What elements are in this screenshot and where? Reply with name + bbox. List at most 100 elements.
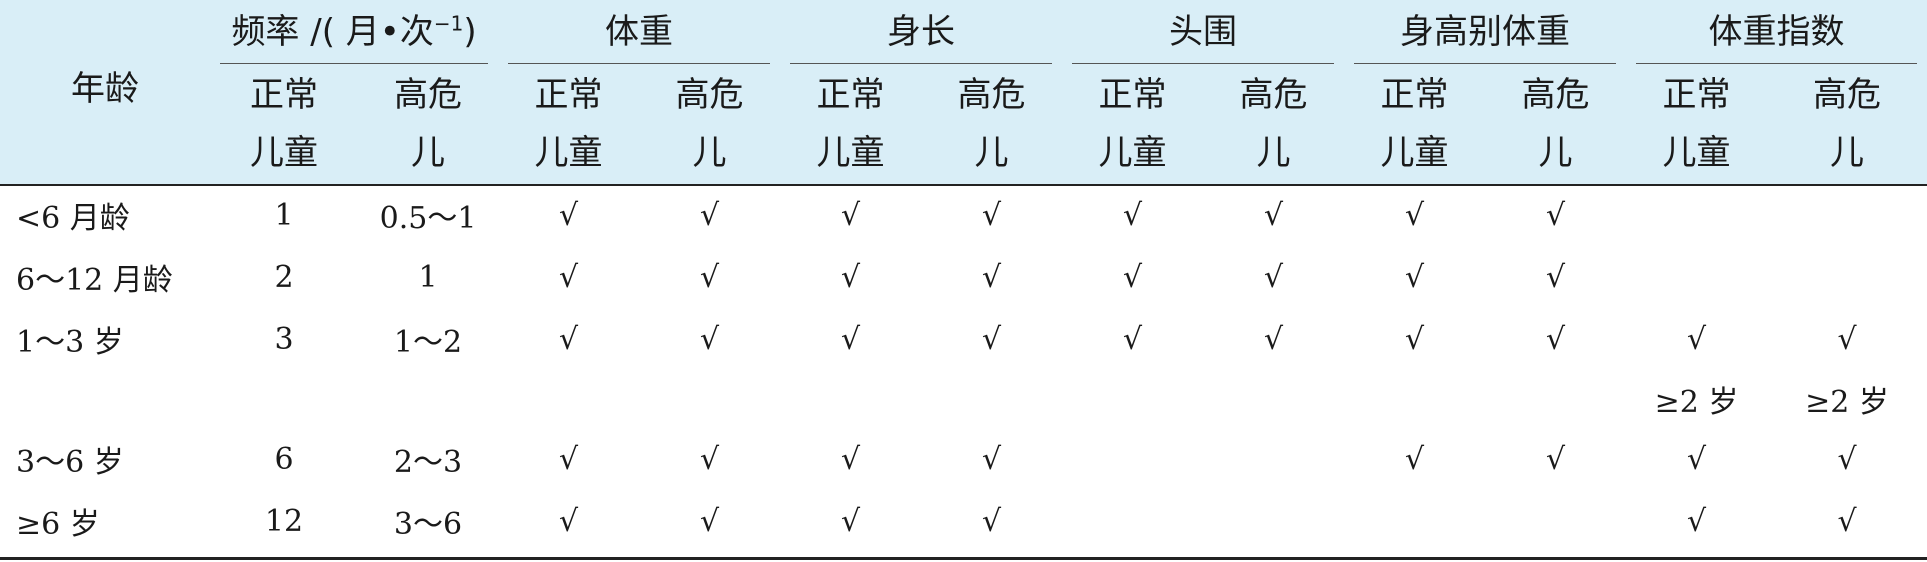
check-cell: √ <box>840 197 861 233</box>
subheader-high-risk-child: 高危儿 <box>1813 75 1882 173</box>
check-cell: √ <box>1263 321 1284 357</box>
subheader-normal-child: 正常儿童 <box>1098 75 1167 173</box>
subheader-high-risk-child: 高危儿 <box>1239 75 1308 173</box>
check-cell: √ <box>1122 197 1143 233</box>
subheader-normal-child: 正常儿童 <box>816 75 885 173</box>
check-cell <box>1203 428 1344 490</box>
table-top-rule <box>0 0 1927 3</box>
check-cell: √ <box>1837 441 1857 477</box>
check-cell: √ <box>981 197 1002 233</box>
check-cell: √ <box>840 321 861 357</box>
age-cell: ≥6 岁 <box>16 507 100 542</box>
check-cell: √ <box>1122 321 1143 357</box>
check-cell: √ <box>699 259 720 295</box>
subheader-high-risk-child: 高危儿 <box>675 75 744 173</box>
check-cell: √ <box>558 321 579 357</box>
subheader-normal-child: 正常儿童 <box>1380 75 1449 173</box>
check-cell: √ <box>1545 321 1566 357</box>
frequency-normal-cell: 6 <box>274 441 294 477</box>
check-cell: √ <box>840 503 861 539</box>
frequency-high-risk-cell: 2～3 <box>393 445 463 480</box>
table-row: ≥2 岁 ≥2 岁 <box>0 370 1927 428</box>
age-header: 年龄 <box>71 69 139 109</box>
age-cell <box>0 370 210 428</box>
check-cell <box>1344 370 1485 428</box>
check-cell <box>1626 246 1767 308</box>
head-circumference-header: 头围 <box>1062 0 1344 64</box>
check-cell: √ <box>699 197 720 233</box>
check-cell: √ <box>558 259 579 295</box>
check-cell: √ <box>840 259 861 295</box>
table-header: 年龄 频率 /( 月•次−1) 体重 身长 头围 身高别体重 体重指数 正常儿童… <box>0 0 1927 184</box>
subheader-high-risk-child: 高危儿 <box>394 75 462 173</box>
check-cell: √ <box>1545 441 1566 477</box>
check-cell: √ <box>1837 503 1857 539</box>
table-bottom-rule <box>0 557 1927 560</box>
check-cell <box>1626 184 1767 246</box>
check-cell: √ <box>981 441 1002 477</box>
check-cell: √ <box>699 503 720 539</box>
check-cell: √ <box>840 441 861 477</box>
check-cell <box>1062 490 1203 552</box>
subheader-normal-child: 正常儿童 <box>1662 75 1731 173</box>
age-cell: 1～3 岁 <box>16 325 124 360</box>
frequency-normal-cell: 12 <box>264 503 304 539</box>
check-cell: √ <box>981 503 1002 539</box>
check-cell: √ <box>1837 321 1857 357</box>
check-cell: √ <box>1263 259 1284 295</box>
check-cell: √ <box>699 441 720 477</box>
check-cell <box>1062 370 1203 428</box>
check-cell: √ <box>1404 259 1425 295</box>
table-header-rule <box>0 184 1927 186</box>
frequency-high-risk-cell: 0.5～1 <box>379 201 477 236</box>
check-cell: √ <box>1122 259 1143 295</box>
check-cell <box>498 370 639 428</box>
check-cell: √ <box>1686 321 1707 357</box>
check-cell: √ <box>699 321 720 357</box>
check-cell <box>921 370 1062 428</box>
check-cell: √ <box>1545 197 1566 233</box>
check-cell: √ <box>1404 197 1425 233</box>
check-cell: ≥2 岁 <box>1654 385 1739 420</box>
frequency-high-risk-cell: 1 <box>418 259 438 295</box>
check-cell <box>1767 184 1927 246</box>
age-cell: 6～12 月龄 <box>16 263 173 298</box>
check-cell <box>1344 490 1485 552</box>
check-cell <box>1203 370 1344 428</box>
age-cell: <6 月龄 <box>16 201 130 236</box>
subheader-high-risk-child: 高危儿 <box>1521 75 1590 173</box>
length-header: 身长 <box>780 0 1062 64</box>
table-body: <6 月龄 1 0.5～1 √ √ √ √ √ √ √ √ 6～12 月龄 2 1 √ √ √ √ √ √ √ √ 1～3 … <box>0 184 1927 552</box>
frequency-normal-cell <box>210 370 358 428</box>
frequency-header: 频率 /( 月•次−1) <box>210 0 498 64</box>
subheader-high-risk-child: 高危儿 <box>957 75 1026 173</box>
subheader-normal-child: 正常儿童 <box>250 75 318 173</box>
check-cell <box>1485 490 1626 552</box>
table-row: <6 月龄 1 0.5～1 √ √ √ √ √ √ √ √ <box>0 184 1927 246</box>
check-cell: √ <box>558 503 579 539</box>
frequency-normal-cell: 1 <box>274 197 294 233</box>
check-cell: √ <box>981 321 1002 357</box>
check-cell: √ <box>558 441 579 477</box>
check-cell: √ <box>1686 441 1707 477</box>
check-cell <box>1485 370 1626 428</box>
age-cell: 3～6 岁 <box>16 445 124 480</box>
frequency-high-risk-cell: 3～6 <box>393 507 463 542</box>
check-cell: ≥2 岁 <box>1805 385 1889 420</box>
check-cell <box>1203 490 1344 552</box>
check-cell: √ <box>558 197 579 233</box>
weight-for-height-header: 身高别体重 <box>1344 0 1626 64</box>
subheader-normal-child: 正常儿童 <box>534 75 603 173</box>
frequency-normal-cell: 2 <box>274 259 294 295</box>
frequency-high-risk-cell <box>358 370 498 428</box>
check-cell <box>639 370 780 428</box>
check-cell <box>1767 246 1927 308</box>
bmi-header: 体重指数 <box>1626 0 1927 64</box>
check-cell: √ <box>1545 259 1566 295</box>
check-cell: √ <box>1404 321 1425 357</box>
check-cell: √ <box>1263 197 1284 233</box>
